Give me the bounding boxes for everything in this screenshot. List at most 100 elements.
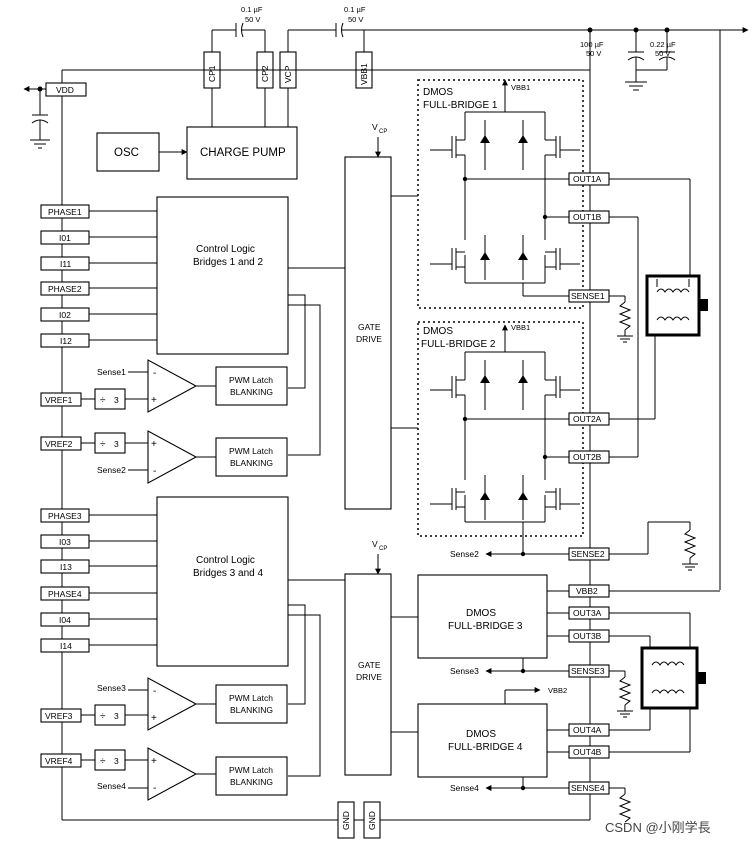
svg-text:FULL-BRIDGE 3: FULL-BRIDGE 3 bbox=[448, 621, 523, 632]
pin-vcp: VCP bbox=[283, 65, 293, 83]
c1-voltage: 50 V bbox=[245, 15, 260, 24]
pin-out1b: OUT1B bbox=[573, 212, 602, 222]
full-bridge-4: DMOS FULL-BRIDGE 4 VBB2 Sense4 bbox=[417, 686, 569, 793]
gate-drive-1: GATE DRIVE V CP bbox=[344, 122, 418, 510]
svg-text:GATE: GATE bbox=[358, 322, 381, 332]
control-logic-34-line1: Control Logic bbox=[196, 555, 255, 566]
sense2-resistor bbox=[609, 521, 698, 571]
svg-text:FULL-BRIDGE 2: FULL-BRIDGE 2 bbox=[421, 339, 496, 350]
pin-sense4: SENSE4 bbox=[571, 783, 605, 793]
pin-vref2: VREF2 bbox=[45, 439, 73, 449]
svg-text:VBB1: VBB1 bbox=[511, 323, 530, 332]
vref1-chain: VREF1 ÷ 3 - + Sense1 PWM Latch BLANKING bbox=[40, 359, 288, 413]
pin-vdd: VDD bbox=[56, 85, 74, 95]
svg-text:BLANKING: BLANKING bbox=[230, 458, 273, 468]
svg-text:PWM Latch: PWM Latch bbox=[229, 446, 273, 456]
pin-i11: I11 bbox=[60, 259, 71, 269]
svg-text:DRIVE: DRIVE bbox=[356, 672, 382, 682]
svg-text:BLANKING: BLANKING bbox=[230, 777, 273, 787]
c4-value: 0.22 µF bbox=[650, 40, 676, 49]
pin-sense3: SENSE3 bbox=[571, 666, 605, 676]
pin-out2a: OUT2A bbox=[573, 414, 602, 424]
vref2-chain: VREF2 ÷ 3 + - Sense2 PWM Latch BLANKING bbox=[40, 430, 288, 484]
c1-value: 0.1 µF bbox=[241, 5, 263, 14]
vref4-chain: VREF4 ÷ 3 + - Sense4 PWM Latch BLANKING bbox=[40, 747, 288, 801]
c3-voltage: 50 V bbox=[586, 49, 601, 58]
pin-phase4: PHASE4 bbox=[48, 589, 82, 599]
osc-block: OSC bbox=[96, 132, 188, 172]
div3-3: 3 bbox=[114, 711, 119, 721]
svg-text:÷: ÷ bbox=[100, 439, 106, 450]
sense1-label: Sense1 bbox=[97, 367, 126, 377]
svg-text:DRIVE: DRIVE bbox=[356, 334, 382, 344]
svg-text:VBB1: VBB1 bbox=[511, 83, 530, 92]
watermark: CSDN @小刚学長 bbox=[605, 820, 711, 835]
svg-text:PWM Latch: PWM Latch bbox=[229, 375, 273, 385]
svg-text:+: + bbox=[151, 756, 157, 767]
svg-text:VBB2: VBB2 bbox=[548, 686, 567, 695]
control-logic-12-line2: Bridges 1 and 2 bbox=[193, 257, 263, 268]
bulk-capacitors: 100 µF 50 V 0.22 µF 50 V bbox=[580, 30, 676, 91]
vref3-chain: VREF3 ÷ 3 - + Sense3 PWM Latch BLANKING bbox=[40, 677, 288, 731]
svg-text:CP: CP bbox=[379, 546, 387, 552]
right-pins: OUT1A OUT1B SENSE1 OUT2A OUT2B SENSE2 VB… bbox=[568, 172, 610, 795]
svg-text:÷: ÷ bbox=[100, 395, 106, 406]
motor-2 bbox=[609, 612, 706, 753]
pin-out4b: OUT4B bbox=[573, 747, 602, 757]
svg-text:-: - bbox=[153, 368, 156, 379]
pin-i03: I03 bbox=[59, 537, 71, 547]
c3-value: 100 µF bbox=[580, 40, 604, 49]
svg-text:÷: ÷ bbox=[100, 711, 106, 722]
pin-i02: I02 bbox=[59, 310, 71, 320]
pin-phase1: PHASE1 bbox=[48, 207, 82, 217]
pin-i12: I12 bbox=[60, 336, 72, 346]
svg-text:GATE: GATE bbox=[358, 660, 381, 670]
svg-text:-: - bbox=[153, 466, 156, 477]
ground-pins: GND GND bbox=[62, 801, 590, 839]
left-pins-group1: PHASE1 I01 I11 PHASE2 I02 I12 bbox=[40, 204, 157, 348]
gate-drive-2: GATE DRIVE V CP bbox=[344, 539, 418, 776]
c4-voltage: 50 V bbox=[655, 49, 670, 58]
sense3-resistor bbox=[609, 670, 633, 718]
full-bridge-3: DMOS FULL-BRIDGE 3 Sense3 bbox=[417, 574, 569, 676]
svg-text:-: - bbox=[153, 686, 156, 697]
control-logic-34-line2: Bridges 3 and 4 bbox=[193, 568, 263, 579]
svg-text:FULL-BRIDGE 4: FULL-BRIDGE 4 bbox=[448, 742, 523, 753]
svg-text:BLANKING: BLANKING bbox=[230, 705, 273, 715]
pin-out2b: OUT2B bbox=[573, 452, 602, 462]
sense1-resistor bbox=[609, 295, 633, 343]
c2-value: 0.1 µF bbox=[344, 5, 366, 14]
control-logic-12: Control Logic Bridges 1 and 2 bbox=[156, 196, 345, 456]
svg-text:÷: ÷ bbox=[100, 756, 106, 767]
svg-text:+: + bbox=[151, 439, 157, 450]
pin-cp1: CP1 bbox=[207, 65, 217, 82]
osc-label: OSC bbox=[114, 147, 139, 159]
pin-i04: I04 bbox=[59, 615, 71, 625]
capacitor-cp: 0.1 µF 50 V bbox=[211, 5, 266, 52]
svg-text:FULL-BRIDGE 1: FULL-BRIDGE 1 bbox=[423, 100, 498, 111]
pin-i01: I01 bbox=[59, 233, 71, 243]
pin-out1a: OUT1A bbox=[573, 174, 602, 184]
pin-i13: I13 bbox=[60, 562, 72, 572]
pin-vref1: VREF1 bbox=[45, 395, 73, 405]
pin-i14: I14 bbox=[60, 641, 72, 651]
svg-text:+: + bbox=[151, 713, 157, 724]
svg-text:V: V bbox=[372, 539, 378, 549]
pin-gnd2: GND bbox=[367, 811, 377, 830]
pin-out3a: OUT3A bbox=[573, 608, 602, 618]
svg-text:DMOS: DMOS bbox=[423, 87, 453, 98]
sense4-resistor bbox=[609, 787, 632, 823]
charge-pump-label: CHARGE PUMP bbox=[200, 147, 286, 159]
svg-text:DMOS: DMOS bbox=[466, 729, 496, 740]
pin-sense2: SENSE2 bbox=[571, 549, 605, 559]
svg-text:V: V bbox=[372, 122, 378, 132]
svg-text:PWM Latch: PWM Latch bbox=[229, 693, 273, 703]
pin-vbb2: VBB2 bbox=[576, 586, 598, 596]
svg-text:-: - bbox=[153, 783, 156, 794]
pin-phase2: PHASE2 bbox=[48, 284, 82, 294]
pin-sense1: SENSE1 bbox=[571, 291, 605, 301]
pin-out4a: OUT4A bbox=[573, 725, 602, 735]
pin-vref3: VREF3 bbox=[45, 711, 73, 721]
c2-voltage: 50 V bbox=[348, 15, 363, 24]
